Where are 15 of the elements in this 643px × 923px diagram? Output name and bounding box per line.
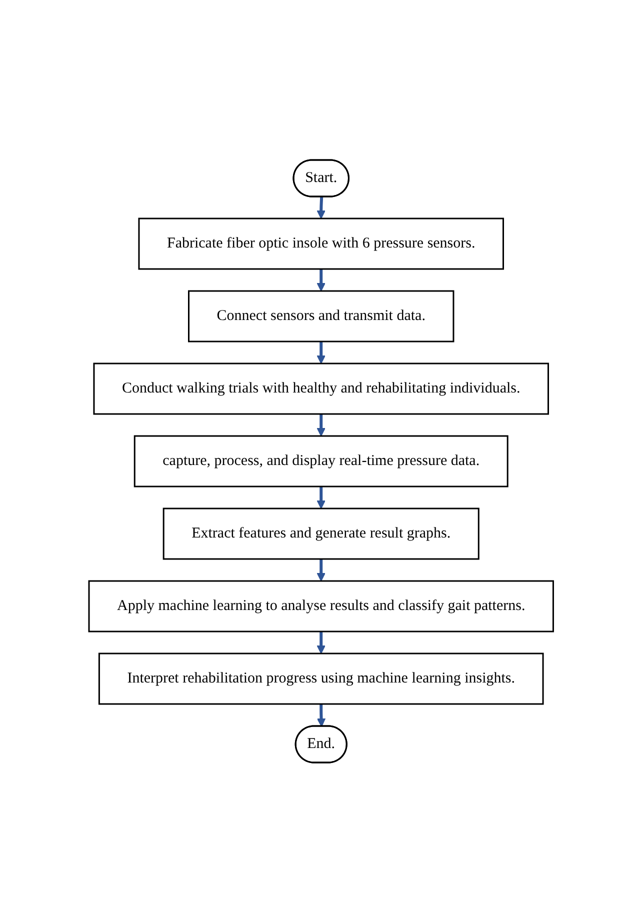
node-box: Interpret rehabilitation progress using machine learning insights.: [98, 653, 544, 705]
node-box: Conduct walking trials with healthy and rehabilitating individuals.: [94, 363, 550, 415]
arrow: [317, 704, 326, 728]
node-box: Connect sensors and transmit data.: [188, 290, 455, 342]
arrow: [317, 342, 326, 364]
arrow: [317, 486, 326, 510]
node-box: Fabricate fiber optic insole with 6 pressure sensors.: [138, 218, 504, 270]
node-box: Apply machine learning to analyse results and classify gait patterns.: [88, 580, 554, 632]
arrow: [317, 414, 326, 437]
arrow: [317, 632, 326, 654]
arrow: [317, 559, 326, 582]
node-box: Extract features and generate result graphs.: [163, 508, 480, 560]
arrow: [317, 269, 326, 292]
node-box: capture, process, and display real-time pressure data.: [134, 436, 509, 488]
arrow: [317, 197, 326, 220]
